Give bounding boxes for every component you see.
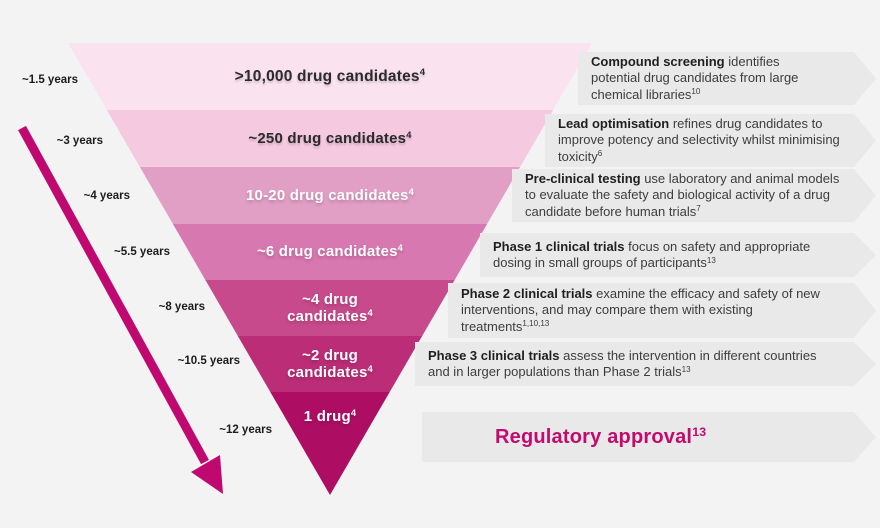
regulatory-approval-label: Regulatory approval13 bbox=[495, 424, 707, 448]
stage-label: ~250 drug candidates4 bbox=[248, 129, 412, 147]
year-label-stage-6: ~10.5 years bbox=[177, 355, 240, 367]
description-text: Phase 2 clinical trials examine the effi… bbox=[461, 286, 820, 334]
stage-label: >10,000 drug candidates4 bbox=[234, 67, 426, 85]
description-phase-2: Phase 2 clinical trials examine the effi… bbox=[448, 283, 876, 338]
year-label-stage-2: ~3 years bbox=[56, 135, 103, 147]
regulatory-approval-row: Regulatory approval13 bbox=[422, 412, 876, 462]
description-phase-3: Phase 3 clinical trials assess the inter… bbox=[415, 342, 876, 386]
description-phase-1: Phase 1 clinical trials focus on safety … bbox=[480, 233, 876, 277]
description-text: Lead optimisation refines drug candidate… bbox=[558, 116, 840, 164]
funnel-stage-lead-optimisation: ~250 drug candidates4 bbox=[68, 110, 592, 167]
description-text: Phase 3 clinical trials assess the inter… bbox=[428, 347, 817, 379]
year-label-stage-4: ~5.5 years bbox=[114, 246, 170, 258]
description-text: Phase 1 clinical trials focus on safety … bbox=[493, 238, 811, 270]
year-label-stage-7: ~12 years bbox=[219, 424, 272, 436]
year-label-stage-3: ~4 years bbox=[83, 190, 130, 202]
description-compound-screening: Compound screening identifies potential … bbox=[578, 52, 876, 105]
description-lead-optimisation: Lead optimisation refines drug candidate… bbox=[545, 114, 876, 167]
description-text: Pre-clinical testing use laboratory and … bbox=[525, 171, 840, 219]
stage-label: ~4 drug candidates4 bbox=[287, 290, 373, 325]
description-text: Compound screening identifies potential … bbox=[591, 54, 799, 102]
stage-label: ~2 drug candidates4 bbox=[287, 346, 373, 381]
stage-label: 10-20 drug candidates4 bbox=[246, 186, 414, 204]
description-preclinical: Pre-clinical testing use laboratory and … bbox=[512, 169, 876, 222]
year-label-stage-1: ~1.5 years bbox=[22, 74, 78, 86]
year-label-stage-5: ~8 years bbox=[158, 301, 205, 313]
stage-label: 1 drug4 bbox=[303, 407, 357, 425]
funnel-stage-compound-screening: >10,000 drug candidates4 bbox=[68, 43, 592, 110]
stage-label: ~6 drug candidates4 bbox=[256, 243, 404, 261]
